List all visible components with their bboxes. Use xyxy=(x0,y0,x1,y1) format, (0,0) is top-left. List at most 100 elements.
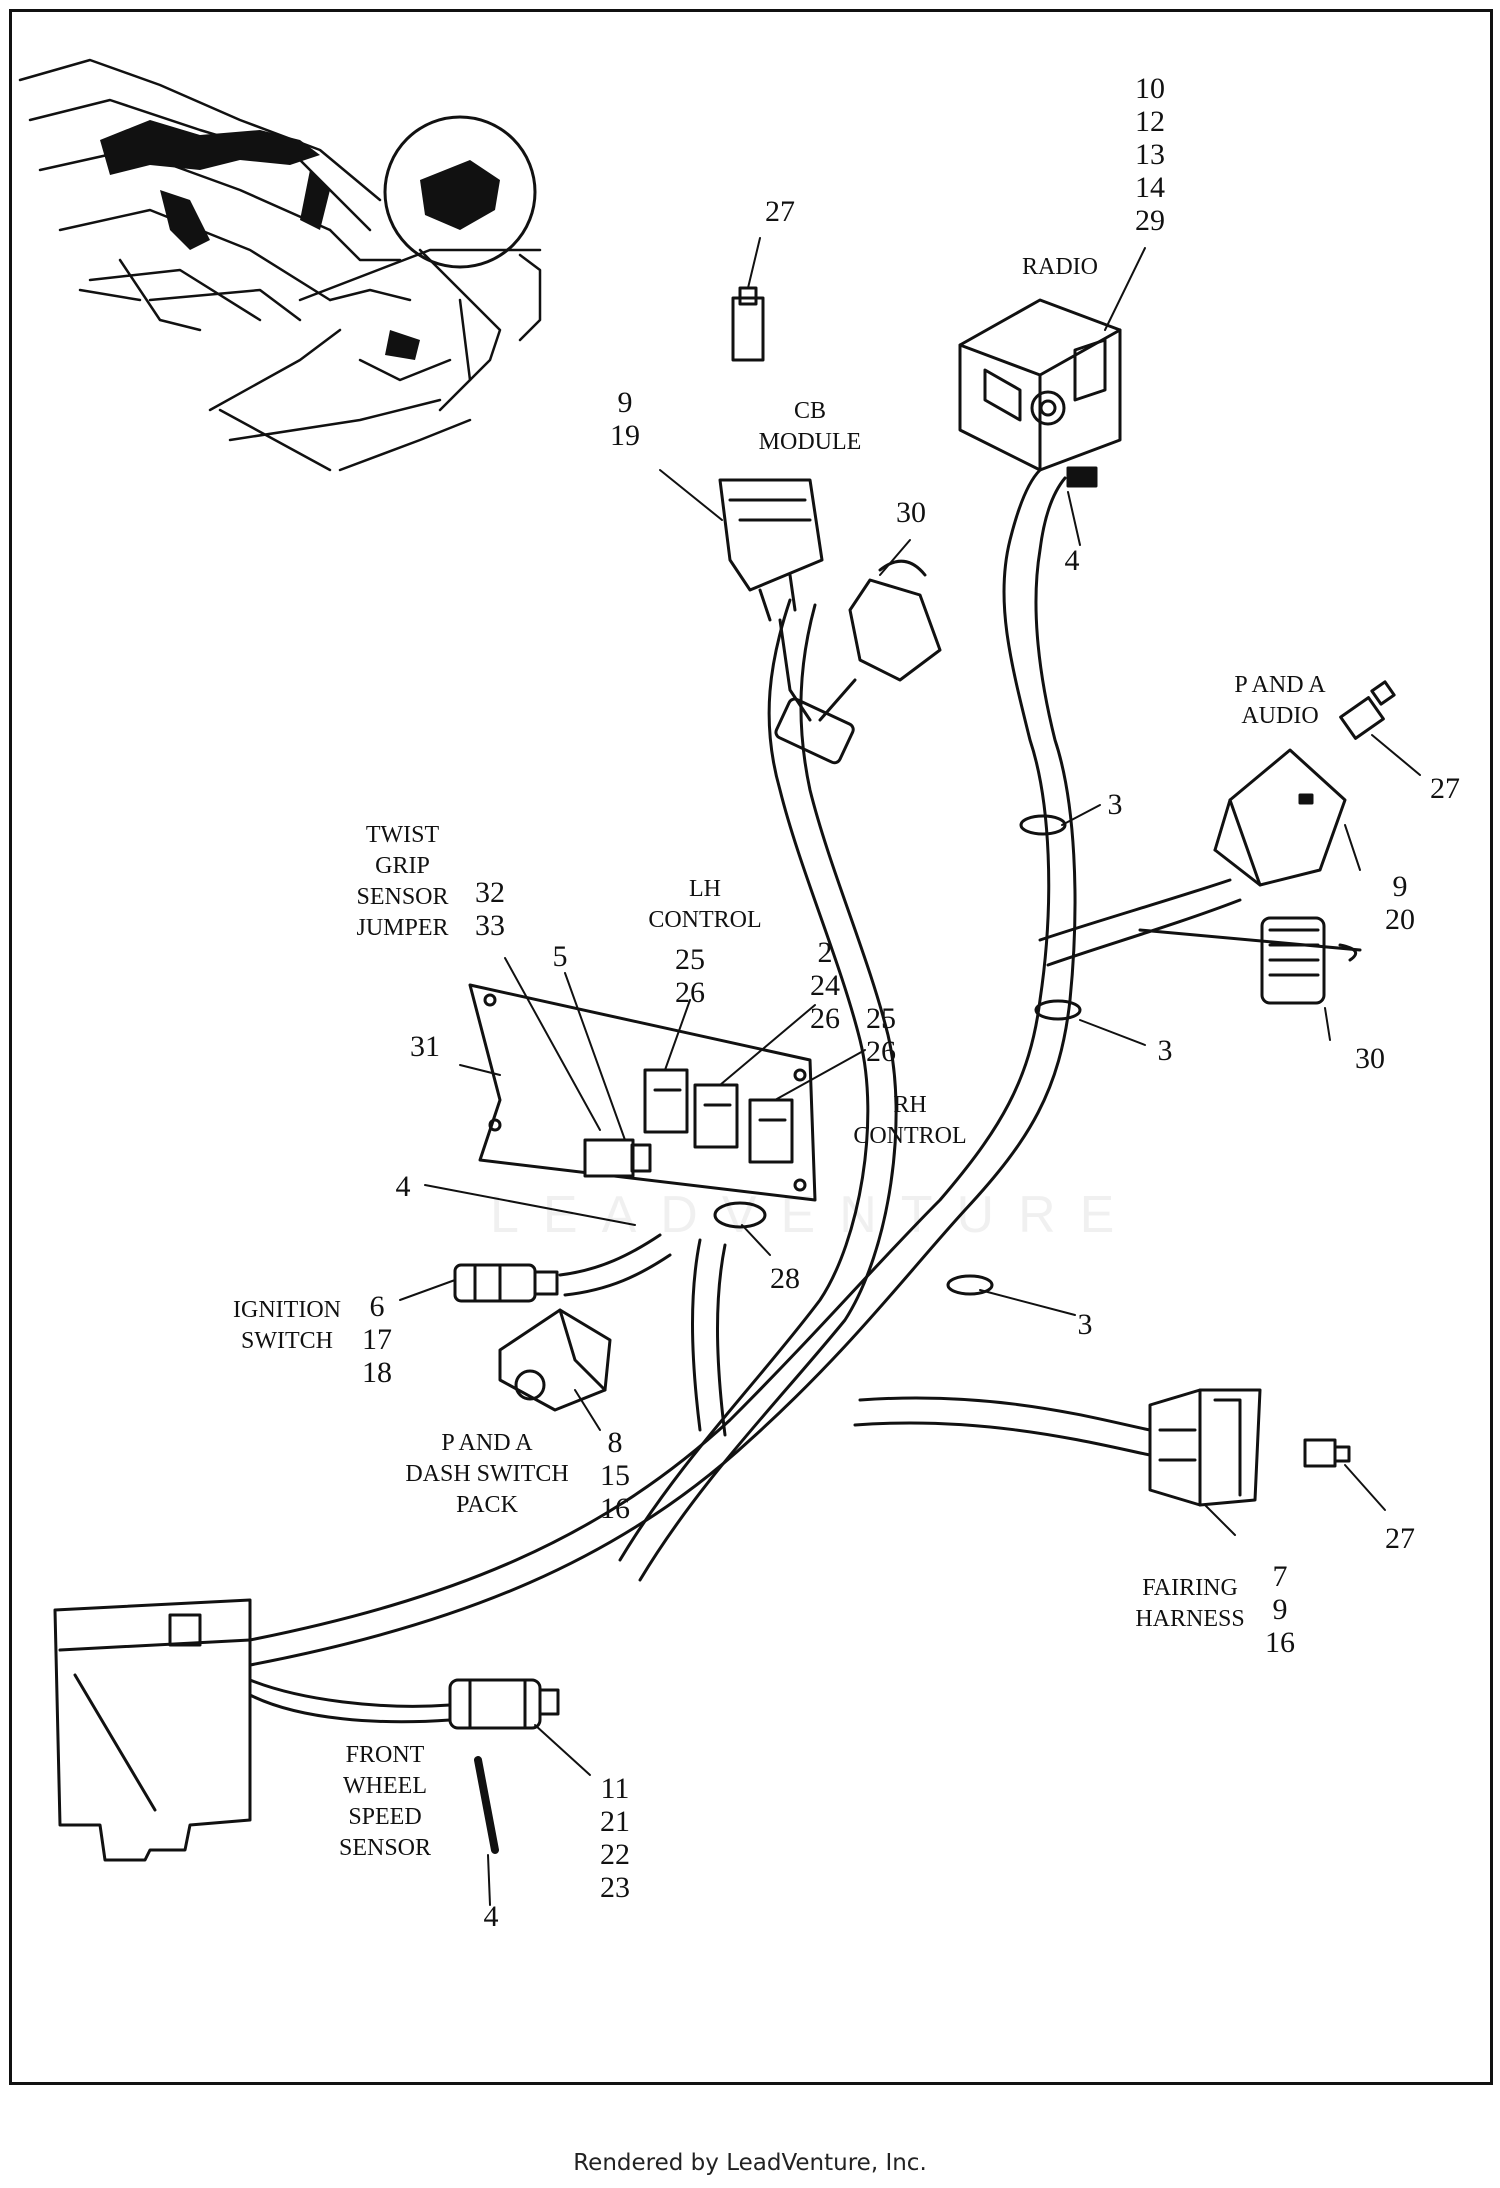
label-line: CB xyxy=(793,398,826,424)
label-line: SPEED xyxy=(348,1804,422,1830)
callout-number: 19 xyxy=(610,419,640,452)
twist-grip-callout-numbers: 32 33 xyxy=(465,876,515,942)
callout-number: 26 xyxy=(866,1035,896,1068)
callout-number: 10 xyxy=(1135,72,1165,105)
footer-credit: Rendered by LeadVenture, Inc. xyxy=(573,2150,927,2176)
label-line: SENSOR xyxy=(338,1835,432,1861)
fairing-callout-numbers: 7 9 16 xyxy=(1255,1560,1305,1659)
label-line: LH xyxy=(689,876,721,902)
twist-grip-label: TWIST GRIP SENSOR JUMPER xyxy=(345,820,460,944)
control-bracket-plate xyxy=(468,983,817,1202)
pa-dash-callout-numbers: 8 15 16 xyxy=(590,1426,640,1525)
audio-connector-callout-numbers: 9 20 xyxy=(1380,870,1420,936)
cb-cap-30-callout: 30 xyxy=(896,496,926,529)
label-line: HARNESS xyxy=(1135,1606,1245,1632)
callout-number: 26 xyxy=(810,1002,840,1035)
callout-number: 24 xyxy=(810,969,840,1002)
audio-cap-30-callout: 30 xyxy=(1355,1042,1385,1075)
label-line: RH xyxy=(893,1092,927,1118)
diagram-frame xyxy=(9,9,1493,2085)
terminal-27-audio xyxy=(1339,680,1396,740)
label-line: MODULE xyxy=(758,429,862,455)
lh-control-label: LH CONTROL xyxy=(640,874,770,936)
ty-wrap-4-bottom xyxy=(474,1756,499,1854)
audio-cap-30 xyxy=(1138,916,1362,1005)
motorcycle-frame-harness xyxy=(100,120,500,360)
bottom-4-callout: 4 xyxy=(483,1900,499,1933)
callout-number: 8 xyxy=(607,1426,623,1459)
leader-lines xyxy=(399,237,1421,1906)
ignition-callout-numbers: 6 17 18 xyxy=(352,1290,402,1389)
callout-5: 5 xyxy=(552,940,568,973)
main-harness-trunk xyxy=(248,468,1242,1724)
wheel-sensor-connector xyxy=(448,1678,560,1730)
callout-number: 12 xyxy=(1135,105,1165,138)
cb-module-label: CB MODULE xyxy=(750,396,870,458)
callout-number: 16 xyxy=(600,1492,630,1525)
label-line: CONTROL xyxy=(853,1123,967,1149)
ignition-switch-label: IGNITION SWITCH xyxy=(222,1295,352,1357)
watermark: LEADVENTURE xyxy=(490,1186,1139,1244)
pa-audio-label: P AND A AUDIO xyxy=(1215,670,1345,732)
callout-number: 25 xyxy=(675,943,705,976)
label-line: SWITCH xyxy=(241,1328,333,1354)
pa-dash-switch-label: P AND A DASH SWITCH PACK xyxy=(392,1428,582,1521)
label-line: GRIP xyxy=(375,853,430,879)
callout-number: 23 xyxy=(600,1871,630,1904)
fairing-connector xyxy=(1148,1388,1262,1507)
wheel-sensor-callout-numbers: 11 21 22 23 xyxy=(590,1772,640,1904)
ignition-connector xyxy=(453,1263,559,1303)
control-module-housing xyxy=(53,1598,252,1862)
callout-28: 28 xyxy=(770,1262,800,1295)
label-line: JUMPER xyxy=(356,915,449,941)
callout-number: 25 xyxy=(866,1002,896,1035)
label-line: FRONT xyxy=(345,1742,425,1768)
label-line: IGNITION xyxy=(233,1297,341,1323)
lh-callout-numbers: 25 26 xyxy=(665,943,715,1009)
label-line: AUDIO xyxy=(1241,703,1319,729)
callout-number: 18 xyxy=(362,1356,392,1389)
radio-clip-4-callout: 4 xyxy=(1064,544,1080,577)
cb-callout-numbers: 9 19 xyxy=(600,386,650,452)
callout-number: 13 xyxy=(1135,138,1165,171)
callout-number: 33 xyxy=(475,909,505,942)
pa-audio-27-callout: 27 xyxy=(1430,772,1460,805)
cb-module-connector xyxy=(718,478,855,765)
callout-number: 21 xyxy=(600,1805,630,1838)
front-wheel-speed-sensor-label: FRONT WHEEL SPEED SENSOR xyxy=(325,1740,445,1864)
clip-3-c-callout: 3 xyxy=(1077,1308,1093,1341)
clip-3-b-callout: 3 xyxy=(1157,1034,1173,1067)
motorcycle-frame-inset xyxy=(18,58,542,472)
pa-audio-connector xyxy=(1213,748,1347,887)
label-line: TWIST xyxy=(365,822,440,848)
callout-number: 9 xyxy=(617,386,633,419)
label-line: P AND A xyxy=(1234,672,1326,698)
clip-3-a-callout: 3 xyxy=(1107,788,1123,821)
callout-number: 15 xyxy=(600,1459,630,1492)
label-line: PACK xyxy=(456,1492,518,1518)
cb-cap-30 xyxy=(818,559,942,722)
callout-number: 6 xyxy=(369,1290,385,1323)
label-line: WHEEL xyxy=(343,1773,427,1799)
callout-number: 32 xyxy=(475,876,505,909)
callout-number: 9 xyxy=(1272,1593,1288,1626)
control-connectors xyxy=(583,1068,794,1178)
callout-number: 22 xyxy=(600,1838,630,1871)
label-line: FAIRING xyxy=(1142,1575,1238,1601)
label-line: SENSOR xyxy=(356,884,449,910)
callout-number: 26 xyxy=(675,976,705,1009)
harness-clips xyxy=(713,466,1098,1296)
radio-connector xyxy=(958,298,1122,472)
label-line: DASH SWITCH xyxy=(405,1461,569,1487)
mid-callout-numbers-a: 2 24 26 xyxy=(800,936,850,1035)
terminal-27-fairing xyxy=(1303,1438,1351,1468)
callout-number: 16 xyxy=(1265,1626,1295,1659)
callout-number: 7 xyxy=(1272,1560,1288,1593)
terminal-27-top xyxy=(731,286,765,362)
callout-number: 2 xyxy=(817,936,833,969)
callout-31: 31 xyxy=(410,1030,440,1063)
callout-number: 17 xyxy=(362,1323,392,1356)
radio-label: RADIO xyxy=(1022,254,1098,280)
label-line: CONTROL xyxy=(648,907,762,933)
